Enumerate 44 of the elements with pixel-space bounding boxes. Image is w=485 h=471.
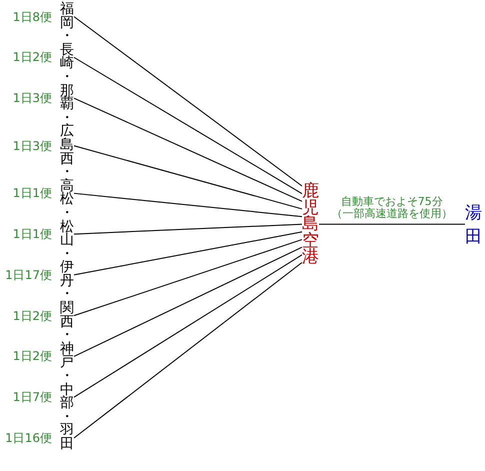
route-line	[74, 254, 302, 398]
city-name: 関西	[60, 302, 74, 330]
route-line	[74, 231, 302, 276]
separator-dot: ・	[60, 288, 74, 302]
flight-frequency: 1日2便	[12, 308, 52, 323]
route-line	[74, 246, 302, 357]
city-name: 羽田	[60, 424, 74, 452]
separator-dot: ・	[60, 370, 74, 384]
separator-dot: ・	[60, 248, 74, 262]
city-name: 中部	[60, 384, 74, 411]
destination-name: 湯田	[465, 201, 482, 249]
city-name: 高松	[60, 180, 74, 207]
route-line	[74, 56, 302, 194]
route-line	[74, 192, 302, 218]
city-name: 伊丹	[60, 261, 74, 288]
city-name: 松山	[60, 220, 74, 248]
route-line	[74, 16, 302, 186]
flight-frequency: 1日2便	[12, 50, 52, 64]
separator-dot: ・	[60, 206, 74, 220]
route-line	[74, 145, 302, 210]
separator-dot: ・	[60, 410, 74, 424]
route-line	[74, 239, 302, 316]
route-line	[74, 262, 302, 438]
separator-dot: ・	[60, 30, 74, 44]
flight-frequency: 1日8便	[12, 10, 52, 24]
flight-frequency: 1日7便	[12, 390, 52, 404]
airport-name: 鹿児島空港	[302, 183, 319, 266]
city-name: 福岡	[60, 3, 74, 30]
route-line	[74, 224, 302, 235]
city-name: 那覇	[60, 84, 74, 112]
flight-frequency: 1日16便	[5, 431, 52, 445]
flight-frequency: 1日2便	[12, 349, 52, 364]
separator-dot: ・	[60, 329, 74, 343]
city-name: 長崎	[60, 44, 74, 71]
city-name: 広島西	[60, 125, 74, 166]
flight-frequency: 1日1便	[12, 186, 52, 200]
route-line	[318, 224, 466, 225]
flight-frequency: 1日1便	[12, 227, 52, 242]
route-line	[74, 98, 302, 202]
separator-dot: ・	[60, 70, 74, 85]
city-name: 神戸	[60, 342, 74, 370]
flight-frequency: 1日3便	[12, 91, 52, 106]
flight-frequency: 1日3便	[12, 138, 52, 153]
flight-frequency: 1日17便	[5, 268, 52, 282]
